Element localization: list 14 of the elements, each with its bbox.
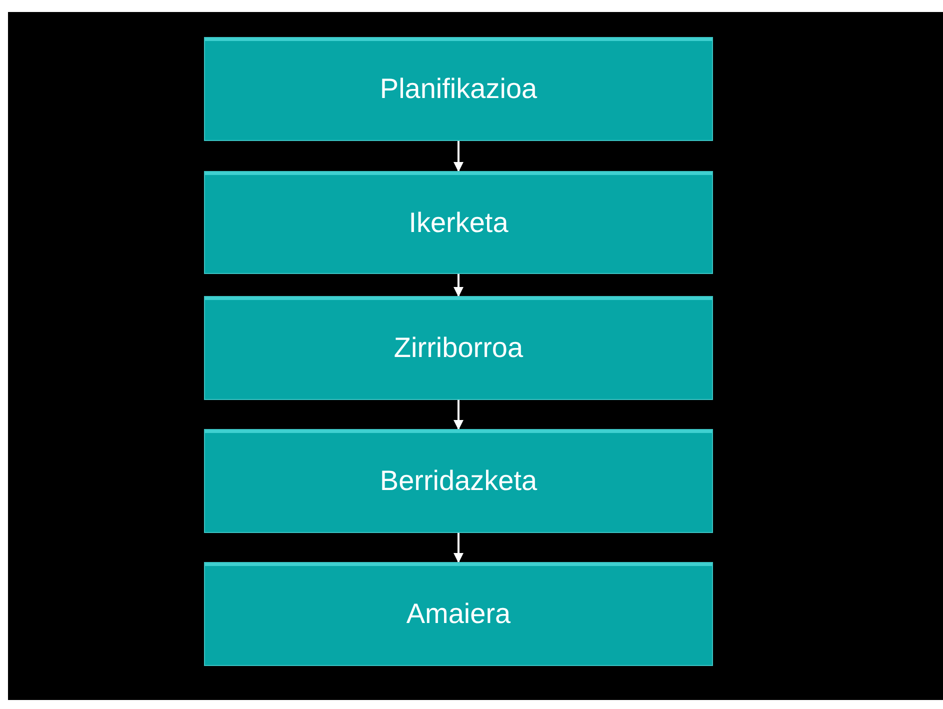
arrow <box>454 400 464 430</box>
process-box <box>204 562 713 666</box>
step-label: Planifikazioa <box>380 72 538 106</box>
step-label: Berridazketa <box>380 464 538 498</box>
process-box <box>204 171 713 274</box>
process-box <box>204 296 713 400</box>
step-label: Ikerketa <box>408 206 508 240</box>
step-label: Zirriborroa <box>394 331 524 365</box>
step-label: Amaiera <box>406 597 511 631</box>
arrow <box>454 141 464 172</box>
process-box <box>204 37 713 141</box>
arrow <box>454 274 464 297</box>
arrow <box>454 533 464 563</box>
process-box <box>204 429 713 533</box>
